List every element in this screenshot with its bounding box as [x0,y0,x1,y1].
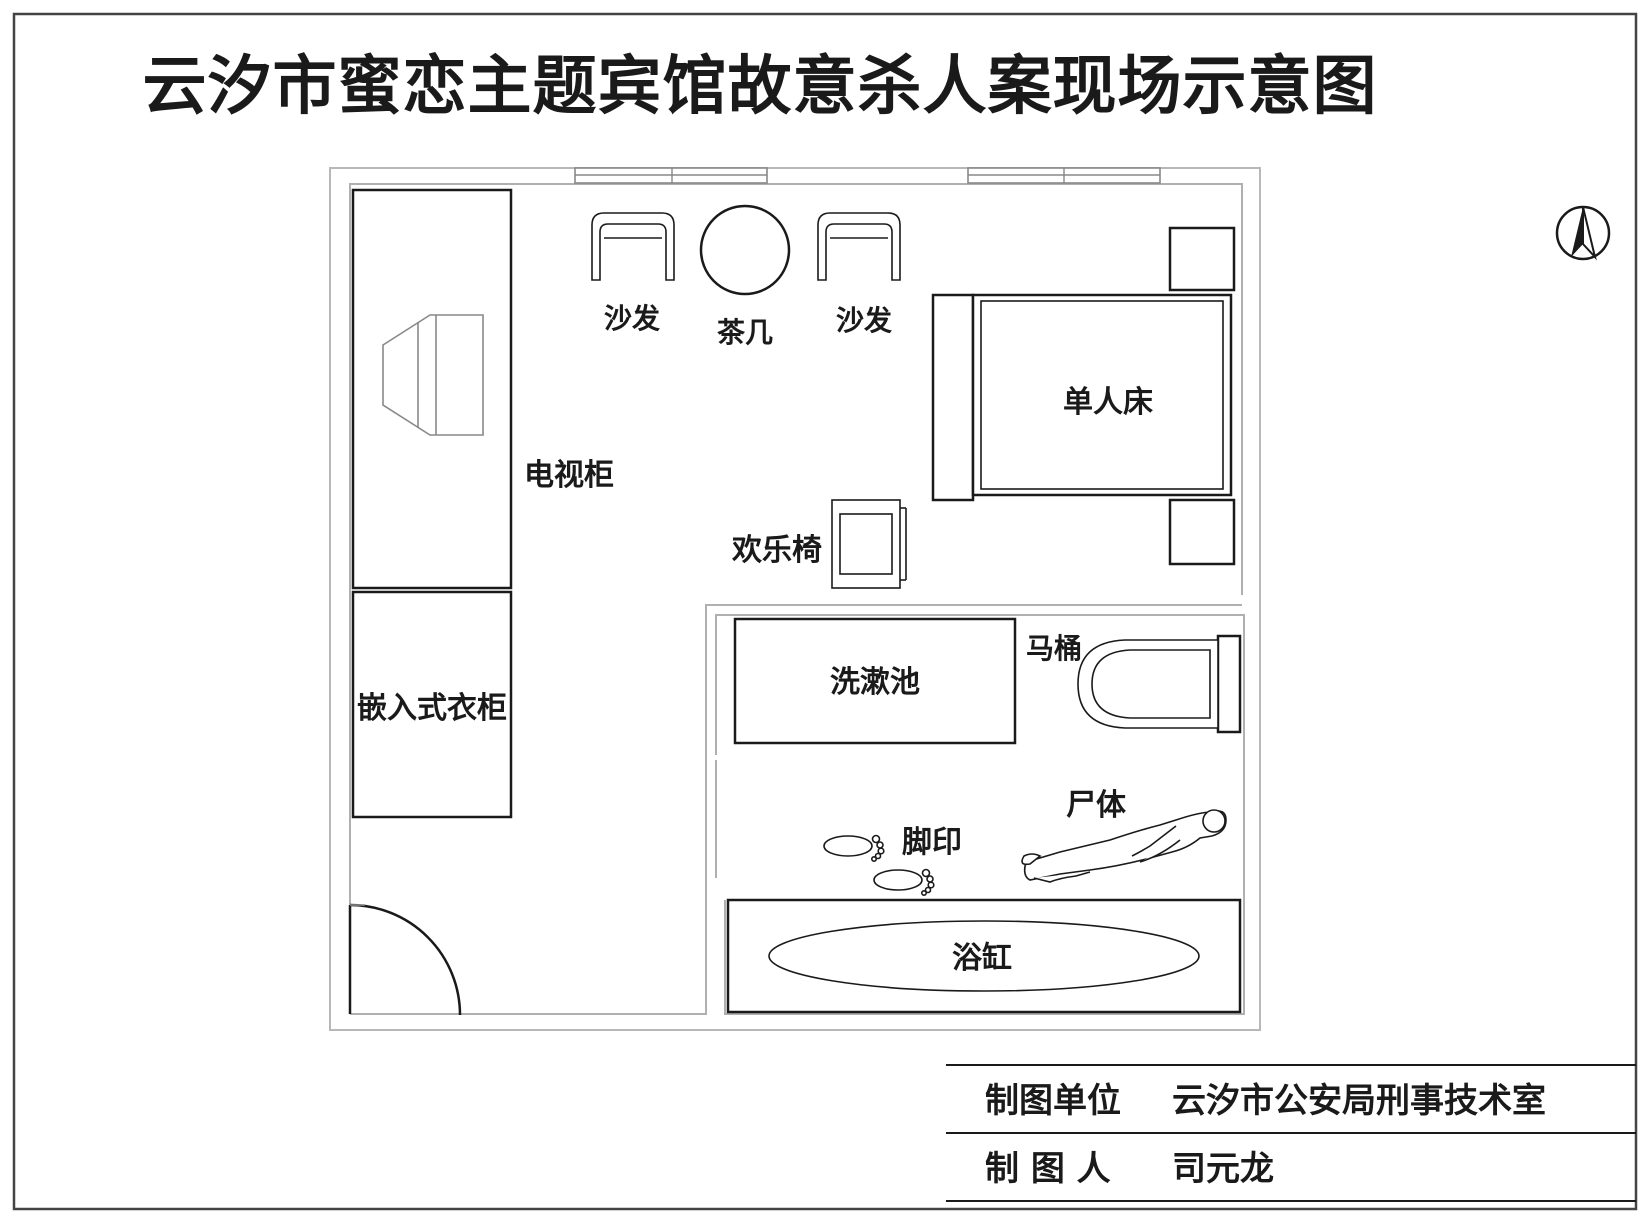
window-right [967,167,1161,184]
tv-set [382,314,484,436]
nightstand-top [1168,226,1236,292]
page-frame [12,12,1638,1211]
room-walls [329,167,1261,1031]
diagram-title: 云汐市蜜恋主题宾馆故意杀人案现场示意图 [143,50,1378,124]
label-tea-table: 茶几 [717,316,773,349]
bathtub-basin [768,920,1200,992]
nightstand-bottom [1168,498,1236,566]
info-value-unit: 云汐市公安局刑事技术室 [1172,1081,1546,1121]
info-value-author: 司元龙 [1172,1149,1274,1189]
label-bathtub: 浴缸 [952,941,1012,976]
label-fun-chair: 欢乐椅 [731,533,822,568]
label-washbasin: 洗漱池 [830,665,920,700]
window-left [574,167,768,184]
single-bed [931,293,1233,502]
label-sofa-left: 沙发 [604,302,660,335]
toilet [1077,634,1242,734]
sofa-left [591,212,675,281]
footprint-1 [823,834,885,862]
label-toilet: 马桶 [1026,632,1082,665]
footprint-2 [873,868,935,896]
fun-chair [831,499,907,589]
info-key-author: 制 图 人 [985,1149,1111,1189]
info-table: 制图单位 云汐市公安局刑事技术室 制 图 人 司元龙 [946,1064,1636,1202]
footprints [823,834,935,896]
washbasin [733,617,1017,745]
label-tv-cabinet: 电视柜 [524,458,614,493]
door [348,903,462,1016]
tea-table [699,204,791,296]
label-single-bed: 单人床 [1063,385,1153,420]
wardrobe [351,590,513,819]
info-key-unit: 制图单位 [985,1081,1121,1121]
label-footprints: 脚印 [902,825,962,860]
sofa-right [817,212,901,281]
label-body: 尸体 [1066,788,1127,823]
body-outline [1021,809,1227,883]
label-wardrobe: 嵌入式衣柜 [357,691,507,726]
north-arrow-icon [1555,205,1611,261]
label-sofa-right: 沙发 [836,304,892,337]
